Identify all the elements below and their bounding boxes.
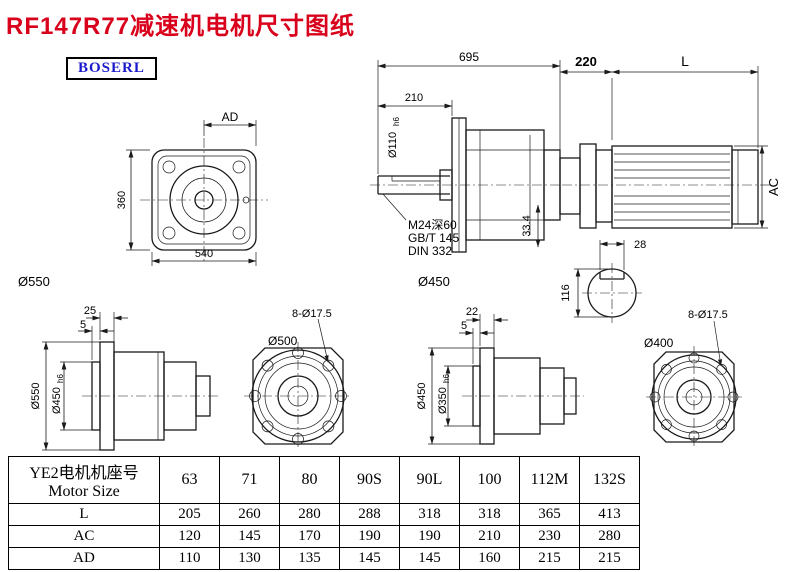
dim-ad: AD: [222, 110, 239, 124]
value-cell: 130: [219, 547, 280, 570]
value-cell: 190: [339, 525, 400, 548]
dim-5-2: 5: [461, 320, 467, 332]
value-cell: 280: [279, 503, 340, 526]
value-cell: 190: [399, 525, 460, 548]
value-cell: 318: [399, 503, 460, 526]
dim-540: 540: [195, 248, 213, 260]
dim-22: 22: [466, 306, 478, 318]
size-header-cell: 100: [459, 456, 520, 504]
flange-front-view-1: Ø500 8-Ø17.5: [244, 308, 352, 450]
tap-note-1: M24深60: [408, 218, 457, 232]
value-cell: 318: [459, 503, 520, 526]
dim-25: 25: [84, 305, 96, 317]
spigot-tol-1: h6: [56, 374, 65, 383]
tap-note-3: DIN 332: [408, 244, 452, 258]
value-cell: 120: [159, 525, 220, 548]
value-cell: 215: [579, 547, 640, 570]
dim-695: 695: [459, 50, 479, 64]
spigot-tol-2: h6: [442, 374, 451, 383]
size-header-cell: 112M: [519, 456, 580, 504]
table-row-ad: AD 110 130 135 145 145 160 215 215: [8, 547, 640, 570]
value-cell: 205: [159, 503, 220, 526]
dim-360: 360: [116, 191, 128, 209]
value-cell: 365: [519, 503, 580, 526]
motor-size-header-cn: YE2电机机座号: [29, 465, 139, 482]
size-header-cell: 80: [279, 456, 340, 504]
value-cell: 210: [459, 525, 520, 548]
value-cell: 170: [279, 525, 340, 548]
shaft-dia-label: Ø110: [387, 132, 399, 158]
holes-callout-1: 8-Ø17.5: [292, 308, 332, 320]
motor-size-header-cell: YE2电机机座号 Motor Size: [8, 456, 160, 504]
spigot-dia-450: Ø450: [51, 387, 63, 414]
dia-400-label: Ø400: [644, 336, 674, 350]
size-header-cell: 90L: [399, 456, 460, 504]
value-cell: 260: [219, 503, 280, 526]
page-title: RF147R77减速机电机尺寸图纸: [6, 13, 356, 40]
value-cell: 288: [339, 503, 400, 526]
size-header-cell: 63: [159, 456, 220, 504]
size-header-cell: 132S: [579, 456, 640, 504]
flange-side-view-1: 25 5 Ø550 Ø450 h6: [30, 305, 218, 451]
value-cell: 135: [279, 547, 340, 570]
size-header-cell: 90S: [339, 456, 400, 504]
flange-front-view-2: Ø400 8-Ø17.5: [644, 309, 742, 448]
tap-note-2: GB/T 145: [408, 231, 459, 245]
dim-l: L: [681, 53, 689, 69]
dimension-table: YE2电机机座号 Motor Size 63 71 80 90S 90L 100…: [8, 456, 640, 570]
dim-label-cell: AD: [8, 547, 160, 570]
technical-drawing: AD 360 540 Ø550: [18, 50, 781, 451]
value-cell: 280: [579, 525, 640, 548]
spigot-dia-350: Ø350: [437, 387, 449, 414]
holes-callout-2: 8-Ø17.5: [688, 309, 728, 321]
dim-label-cell: AC: [8, 525, 160, 548]
size-header-cell: 71: [219, 456, 280, 504]
flange-side-view-2: 22 5 Ø450 Ø350 h6: [416, 306, 584, 445]
dim-33-4: 33.4: [521, 215, 533, 236]
shaft-tol-label: h6: [392, 117, 401, 126]
table-row-l: L 205 260 280 288 318 318 365 413: [8, 503, 640, 526]
label-dia-550: Ø550: [18, 274, 50, 289]
motor-size-header-en: Motor Size: [48, 483, 120, 500]
gearbox-side-view: 695 210 Ø110 h6 M24深60 GB/T 145 DIN 332 …: [370, 50, 562, 289]
motor-side-view: 220 L AC 28 116: [559, 53, 781, 323]
gearbox-front-view: AD 360 540 Ø550: [18, 110, 268, 289]
dim-210: 210: [405, 92, 423, 104]
label-dia-450: Ø450: [418, 274, 450, 289]
brand-logo: BOSERL: [66, 57, 157, 80]
dim-5-1: 5: [80, 319, 86, 331]
value-cell: 145: [219, 525, 280, 548]
value-cell: 413: [579, 503, 640, 526]
dim-label-cell: L: [8, 503, 160, 526]
table-row-ac: AC 120 145 170 190 190 210 230 280: [8, 525, 640, 548]
value-cell: 145: [399, 547, 460, 570]
value-cell: 160: [459, 547, 520, 570]
dia-outer-550: Ø550: [30, 383, 42, 410]
dim-28: 28: [634, 239, 646, 251]
dim-220: 220: [575, 54, 597, 69]
dim-ac: AC: [766, 178, 781, 196]
value-cell: 215: [519, 547, 580, 570]
table-header-row: YE2电机机座号 Motor Size 63 71 80 90S 90L 100…: [8, 456, 640, 504]
dia-outer-450: Ø450: [416, 383, 428, 410]
dim-116: 116: [560, 284, 572, 302]
dia-500-label: Ø500: [268, 334, 298, 348]
value-cell: 145: [339, 547, 400, 570]
value-cell: 230: [519, 525, 580, 548]
value-cell: 110: [159, 547, 220, 570]
